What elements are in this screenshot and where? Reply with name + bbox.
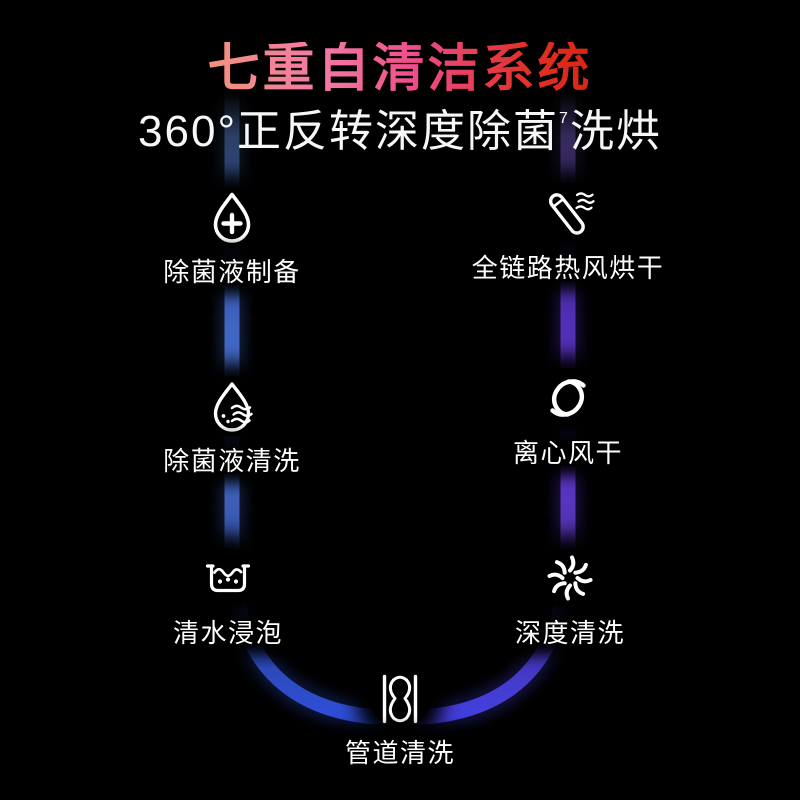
water-drop-plus-icon (202, 187, 262, 247)
subtitle-main: 360°正反转深度除菌 (138, 106, 560, 156)
vortex-fan-icon (540, 548, 600, 608)
soak-tank-icon (198, 548, 258, 608)
water-drop-waves-icon (202, 376, 262, 436)
step-label: 清水浸泡 (166, 620, 289, 646)
step-label: 除菌液制备 (157, 259, 307, 285)
step-label: 除菌液清洗 (157, 448, 307, 474)
hair-dryer-icon (538, 183, 598, 243)
superscript-7: 7 (559, 109, 570, 127)
page-subtitle: 360°正反转深度除菌7洗烘 (0, 106, 800, 156)
pipe-wash-icon (370, 668, 430, 728)
centrifugal-wind-icon (538, 368, 598, 428)
header: 七重自清洁系统 360°正反转深度除菌7洗烘 (0, 0, 800, 155)
step-centrifugal-drying: 离心风干 (448, 368, 688, 466)
step-label: 管道清洗 (338, 740, 461, 766)
step-label: 全链路热风烘干 (465, 255, 671, 281)
step-water-soak: 清水浸泡 (108, 548, 348, 646)
page-title: 七重自清洁系统 (0, 0, 800, 97)
step-disinfectant-wash: 除菌液清洗 (112, 376, 352, 474)
page-title-text: 七重自清洁系统 (207, 40, 593, 98)
step-deep-clean: 深度清洗 (450, 548, 690, 646)
step-disinfectant-preparation: 除菌液制备 (112, 187, 352, 285)
step-pipe-clean: 管道清洗 (280, 668, 520, 766)
step-label: 深度清洗 (508, 620, 631, 646)
subtitle-suffix: 洗烘 (569, 106, 662, 156)
step-hot-air-drying: 全链路热风烘干 (448, 183, 688, 281)
step-label: 离心风干 (506, 440, 629, 466)
